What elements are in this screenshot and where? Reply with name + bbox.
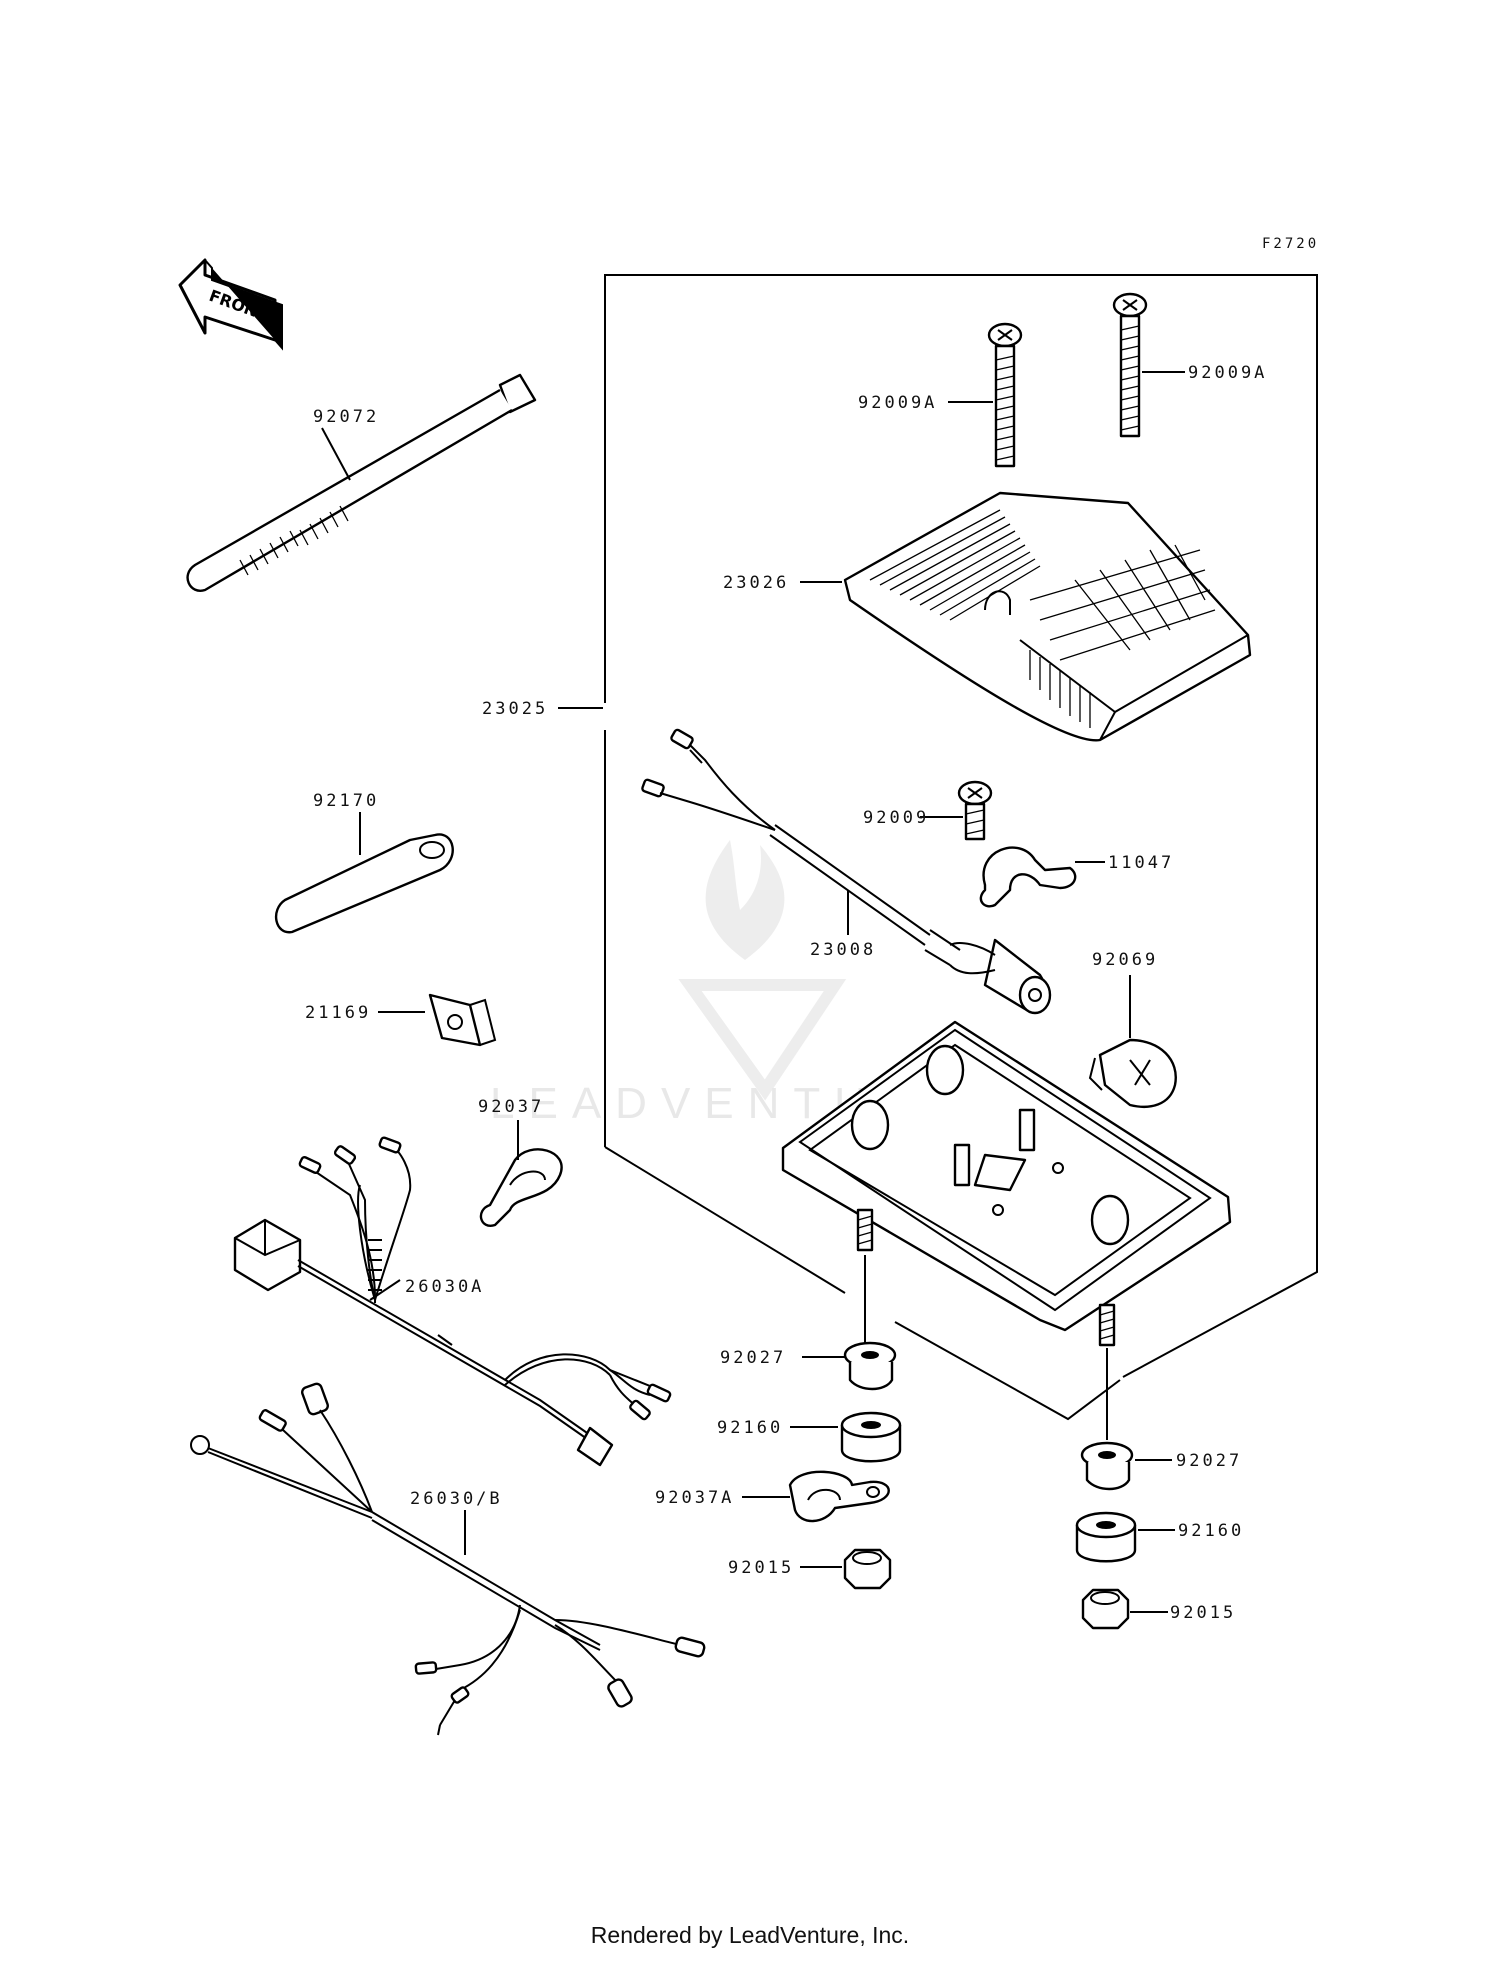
label-92015-right: 92015 [1170, 1603, 1236, 1623]
clamp-11047 [979, 846, 1077, 908]
grommet-92160-left [840, 1411, 902, 1463]
grommet-92027-right [1080, 1441, 1134, 1491]
assembly-frame-left-tail [604, 1146, 846, 1294]
label-11047: 11047 [1108, 853, 1174, 873]
figure-code: F2720 [1262, 236, 1319, 252]
grommet-92027-left [843, 1341, 897, 1391]
label-92072: 92072 [313, 407, 379, 427]
label-92160-left: 92160 [717, 1418, 783, 1438]
label-92037a: 92037A [655, 1488, 734, 1508]
screw-92009 [957, 780, 993, 841]
cable-tie [186, 373, 537, 592]
label-92009a-left: 92009A [858, 393, 937, 413]
assembly-frame [604, 274, 1318, 1378]
lamp-housing [781, 1020, 1232, 1347]
label-21169: 21169 [305, 1003, 371, 1023]
nut-92015-left [843, 1548, 892, 1590]
nut-92015-right [1081, 1588, 1130, 1630]
wire-harness-26030a [233, 1136, 672, 1467]
label-92069: 92069 [1092, 950, 1158, 970]
label-26030b: 26030/B [410, 1489, 503, 1509]
label-23008: 23008 [810, 940, 876, 960]
assembly-frame-bottom [894, 1321, 1121, 1421]
front-arrow-icon: FRONT [178, 258, 283, 351]
bulb-92069 [1088, 1038, 1177, 1108]
label-23026: 23026 [723, 573, 789, 593]
label-92015-left: 92015 [728, 1558, 794, 1578]
grommet-92160-right [1075, 1511, 1137, 1563]
label-92160-right: 92160 [1178, 1521, 1244, 1541]
screw-92009a-left [987, 322, 1023, 468]
label-92037: 92037 [478, 1097, 544, 1117]
label-23025: 23025 [482, 699, 548, 719]
label-92027-left: 92027 [720, 1348, 786, 1368]
screw-92009a-right [1112, 292, 1148, 438]
label-92027-right: 92027 [1176, 1451, 1242, 1471]
label-92009: 92009 [863, 808, 929, 828]
clamp-92037 [479, 1148, 563, 1227]
lens-23026 [843, 491, 1252, 742]
label-92009a-right: 92009A [1188, 363, 1267, 383]
footer-credit: Rendered by LeadVenture, Inc. [590, 1922, 910, 1948]
label-26030a: 26030A [405, 1277, 484, 1297]
clip-nut-21169 [428, 993, 497, 1047]
clamp-92037a [788, 1470, 890, 1523]
label-92170: 92170 [313, 791, 379, 811]
wire-harness-26030b [190, 1382, 706, 1736]
strap-92170 [274, 833, 454, 934]
